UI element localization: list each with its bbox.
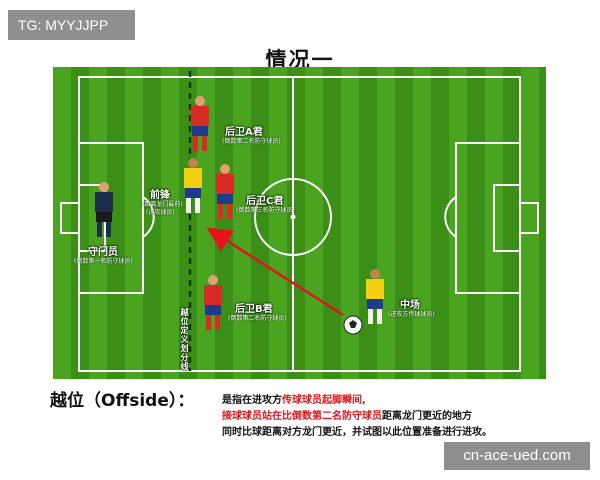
soccer-pitch	[53, 67, 546, 379]
desc-goalkeeper: (倒数第一名防守球员)	[74, 258, 133, 265]
label-fullback-c: 后卫C君	[246, 196, 284, 207]
desc-forward-1: (距离龙门最前)	[142, 201, 183, 208]
site-watermark: cn-ace-ued.com	[444, 442, 590, 470]
desc-fullback-c: (倒数第三名防守球员)	[236, 207, 295, 214]
pitch-svg	[53, 67, 546, 379]
definition-line-3: 同时比球距离对方龙门更近，并试图以此位置准备进行进攻。	[222, 427, 492, 438]
desc-forward-2: (进攻球员)	[146, 209, 175, 216]
pitch-markings	[60, 76, 539, 372]
desc-fullback-b: (倒数第二名防守球员)	[228, 315, 287, 322]
offside-term: 越位（Offside）：	[50, 391, 195, 411]
player-forward	[184, 158, 202, 213]
player-fullback-b	[204, 275, 222, 330]
label-fullback-b: 后卫B君	[235, 304, 273, 315]
definition-line-2: 接球球员站在比倒数第二名防守球员距离龙门更近的地方	[222, 407, 472, 422]
definition-line-2a: 接球球员站在比	[222, 411, 292, 422]
definition-line-1: 是指在进攻方传球球员起脚瞬间,	[222, 391, 366, 406]
offside-line-label: 越位定义划分线	[180, 308, 189, 371]
channel-badge: TG: MYYJJPP	[8, 10, 135, 40]
pass-arrow	[206, 227, 344, 317]
desc-fullback-a: (倒数第二名防守球员)	[222, 138, 281, 145]
label-fullback-a: 后卫A君	[225, 127, 263, 138]
label-goalkeeper: 守门员	[88, 247, 118, 258]
label-forward: 前锋	[150, 190, 170, 201]
definition-line-2c: 距离龙门更近的地方	[382, 411, 472, 422]
definition-line-1b: 传球球员起脚瞬间,	[282, 395, 366, 406]
definition-line-2b: 倒数第二名防守球员	[292, 411, 382, 422]
player-fullback-c	[216, 164, 234, 219]
definition-line-1a: 是指在进攻方	[222, 395, 282, 406]
player-goalkeeper	[95, 182, 113, 237]
grass	[53, 67, 546, 379]
player-midfield	[366, 269, 384, 324]
label-midfield: 中场	[400, 300, 420, 311]
player-fullback-a	[191, 96, 209, 151]
soccer-ball	[343, 315, 363, 335]
desc-midfield: (进攻方传球球员)	[388, 311, 435, 318]
